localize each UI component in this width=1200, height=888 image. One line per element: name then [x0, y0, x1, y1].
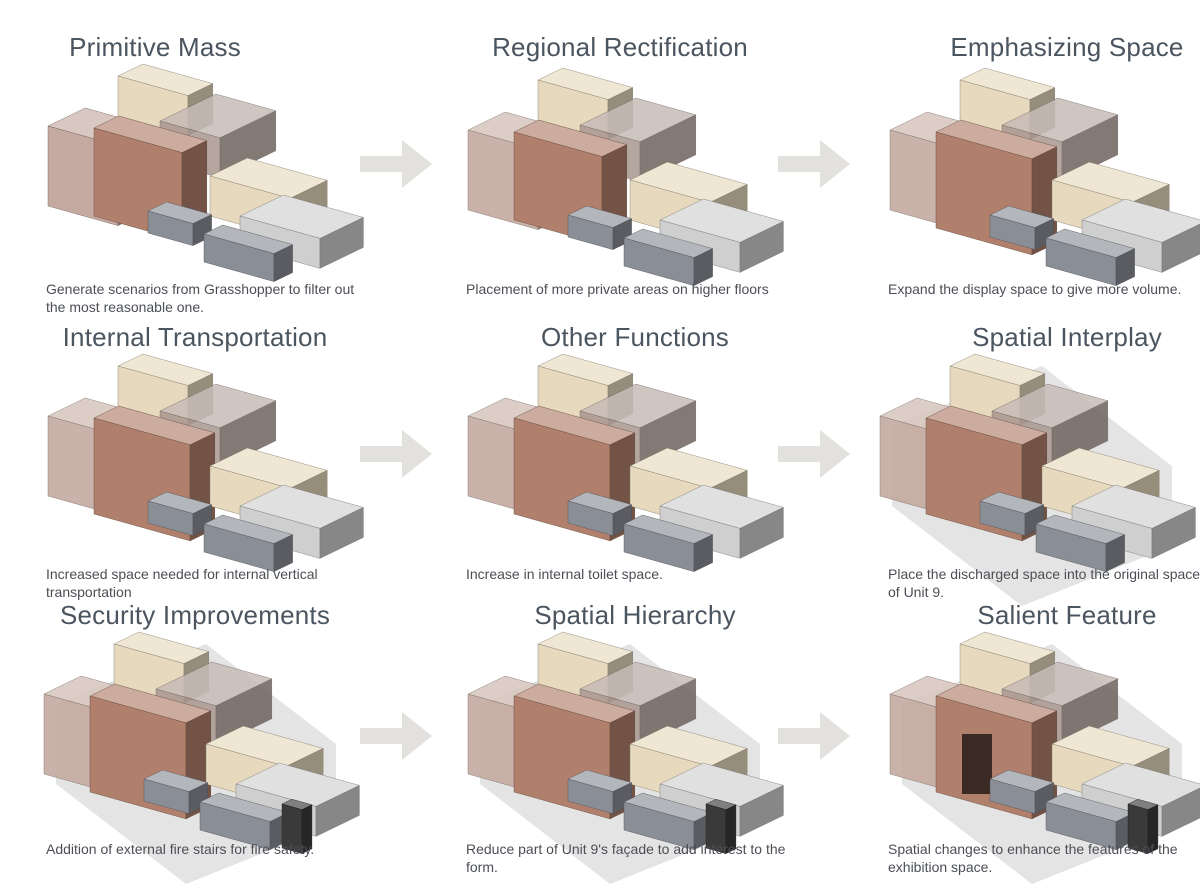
step-caption: Expand the display space to give more vo…	[888, 281, 1182, 297]
step-panel-4: Internal Transportation Increased space …	[0, 320, 400, 610]
step-panel-2: Regional Rectification Placement of more…	[420, 30, 820, 320]
massing-model-diagram	[889, 631, 1200, 884]
large-gray-block	[623, 514, 714, 572]
step-caption: Addition of external fire stairs for fir…	[46, 841, 315, 857]
step-caption: Placement of more private areas on highe…	[466, 281, 769, 297]
step-title: Regional Rectification	[492, 32, 748, 62]
arrow-right-icon	[778, 712, 850, 760]
large-gray-block	[1035, 514, 1126, 572]
arrow-right-icon	[360, 712, 432, 760]
step-title: Spatial Hierarchy	[534, 600, 736, 630]
step-title: Salient Feature	[977, 600, 1157, 630]
step-title: Emphasizing Space	[950, 32, 1184, 62]
fire-stair-block	[1127, 798, 1159, 854]
massing-model-diagram	[47, 353, 364, 572]
step-caption: Increased space needed for internal vert…	[46, 566, 318, 600]
step-caption: Reduce part of Unit 9's façade to add in…	[466, 841, 786, 875]
arrow-right-icon	[360, 140, 432, 188]
step-panel-3: Emphasizing Space Expand the display spa…	[842, 30, 1200, 320]
step-panel-1: Primitive Mass Generate scenarios from G…	[0, 30, 400, 320]
arrow-right-icon	[360, 430, 432, 478]
fire-stair-block	[705, 798, 737, 854]
small-gray-block	[989, 769, 1055, 814]
large-gray-block	[203, 514, 294, 572]
large-gray-block	[1045, 228, 1136, 286]
massing-model-diagram	[467, 631, 784, 884]
step-caption: Place the discharged space into the orig…	[888, 566, 1200, 600]
massing-model-diagram	[47, 63, 364, 282]
step-panel-9: Salient Feature Spatial changes to enhan…	[842, 598, 1200, 888]
large-gray-block	[203, 224, 294, 282]
light-gray-bar-block	[1081, 198, 1200, 273]
step-title: Security Improvements	[59, 600, 331, 630]
step-title: Internal Transportation	[62, 322, 328, 352]
step-title: Primitive Mass	[69, 32, 241, 62]
step-panel-8: Spatial Hierarchy Reduce part of Unit 9'…	[420, 598, 820, 888]
step-title: Other Functions	[541, 322, 729, 352]
fire-stair-block	[281, 798, 313, 854]
step-panel-6: Spatial Interplay Place the discharged s…	[842, 320, 1200, 610]
massing-model-diagram	[467, 67, 784, 286]
facade-cutout	[962, 734, 992, 794]
step-title: Spatial Interplay	[972, 322, 1162, 352]
arrow-right-icon	[778, 430, 850, 478]
massing-model-diagram	[879, 353, 1196, 606]
step-panel-7: Security Improvements Addition of extern…	[0, 598, 400, 888]
step-panel-5: Other Functions Increase in internal toi…	[420, 320, 820, 610]
arrow-right-icon	[778, 140, 850, 188]
massing-model-diagram	[889, 67, 1200, 286]
step-caption: Increase in internal toilet space.	[466, 566, 663, 582]
small-gray-block	[979, 491, 1045, 536]
massing-model-diagram	[43, 631, 360, 884]
step-caption: Generate scenarios from Grasshopper to f…	[46, 281, 355, 315]
step-caption: Spatial changes to enhance the features …	[888, 841, 1178, 875]
large-gray-block	[623, 228, 714, 286]
massing-model-diagram	[467, 353, 784, 572]
